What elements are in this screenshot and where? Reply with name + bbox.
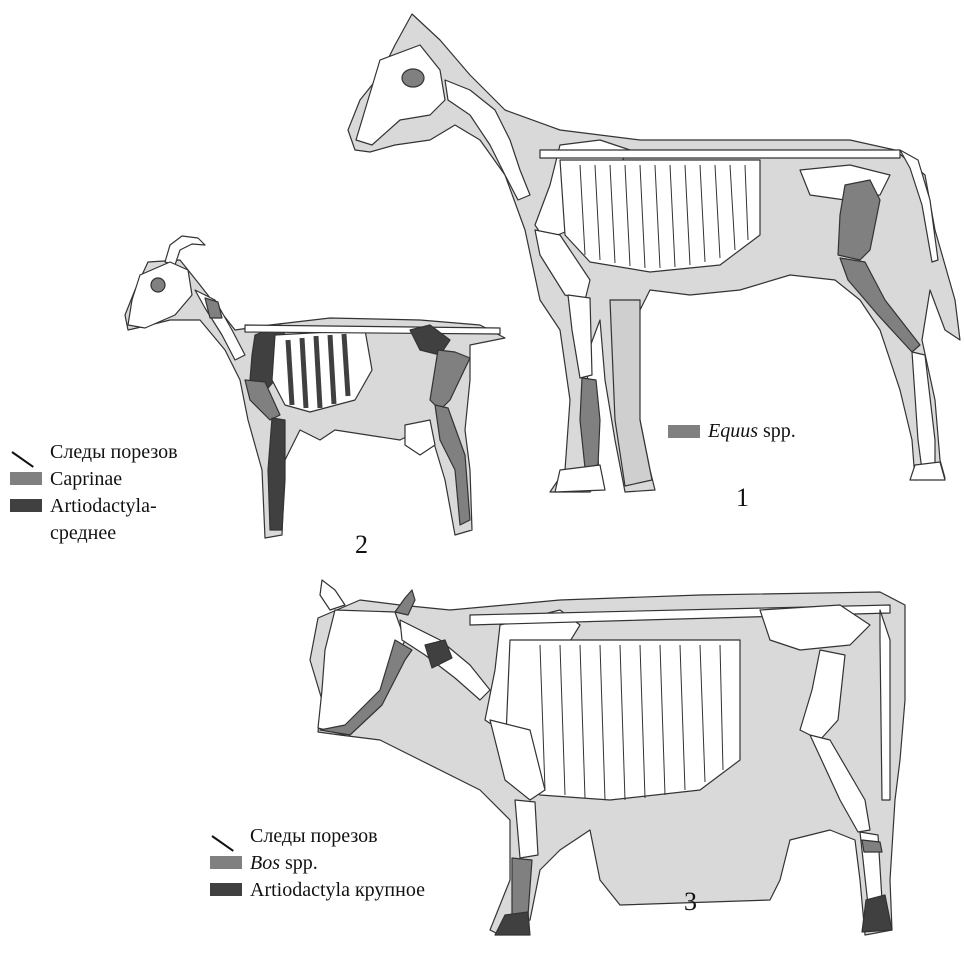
horse-ribcage xyxy=(560,160,760,272)
cow-forelimb-highlight xyxy=(512,858,532,918)
horse-spine xyxy=(540,150,900,158)
goat-cervical-spine xyxy=(195,290,245,360)
goat-legend-artiodactyla: Artiodactyla- xyxy=(10,492,178,519)
cow-legend-bos: Bos spp. xyxy=(210,849,425,876)
goat-legend-cut-marks: Следы порезов xyxy=(10,438,178,465)
horse-legend: Equus spp. xyxy=(668,420,796,443)
goat-legend: Следы порезов Caprinae Artiodactyla- сре… xyxy=(10,438,178,546)
cow-legend-cut-marks: Следы порезов xyxy=(210,822,425,849)
artiodactyla-medium-swatch xyxy=(10,499,42,512)
cow-legend-artiodactyla: Artiodactyla крупное xyxy=(210,876,425,903)
horse-far-legs xyxy=(610,300,652,486)
bos-swatch xyxy=(210,856,242,869)
bos-suffix-label: spp. xyxy=(280,853,318,873)
artiodactyla-medium-label: Artiodactyla- xyxy=(50,496,157,516)
horse-hind-hoof xyxy=(910,462,945,480)
cow-cut-marks-label: Следы порезов xyxy=(250,826,378,846)
figure-number-goat: 2 xyxy=(355,530,368,560)
cow-hock-highlight xyxy=(862,840,882,852)
equus-suffix-label: spp. xyxy=(758,420,796,443)
artiodactyla-large-label: Artiodactyla крупное xyxy=(250,880,425,900)
cow-legend: Следы порезов Bos spp. Artiodactyla круп… xyxy=(210,822,425,903)
goat-horn xyxy=(165,236,205,265)
horse-fore-hoof xyxy=(555,465,605,492)
goat-cut-marks-label: Следы порезов xyxy=(50,442,178,462)
horse-forelimb-highlight xyxy=(580,378,600,468)
goat-figure xyxy=(125,236,505,538)
goat-legend-caprinae: Caprinae xyxy=(10,465,178,492)
goat-udder xyxy=(405,420,435,455)
cow-horn-left xyxy=(320,580,345,610)
equus-genus-label: Equus xyxy=(708,420,758,443)
artiodactyla-medium-label-line2: среднее xyxy=(50,523,116,543)
goat-forelimb-highlight xyxy=(268,418,285,530)
artiodactyla-large-swatch xyxy=(210,883,242,896)
figure-number-horse: 1 xyxy=(736,483,749,513)
cow-tail xyxy=(880,610,890,800)
equus-swatch xyxy=(668,425,700,438)
cut-mark-icon xyxy=(210,826,242,846)
horse-orbit xyxy=(402,69,424,87)
caprinae-swatch xyxy=(10,472,42,485)
figure-number-cow: 3 xyxy=(684,887,697,917)
cut-mark-icon xyxy=(10,442,42,462)
goat-legend-artiodactyla-line2: среднее xyxy=(10,519,178,546)
goat-orbit xyxy=(151,278,165,292)
caprinae-label: Caprinae xyxy=(50,469,122,489)
bos-genus-label: Bos xyxy=(250,853,280,873)
